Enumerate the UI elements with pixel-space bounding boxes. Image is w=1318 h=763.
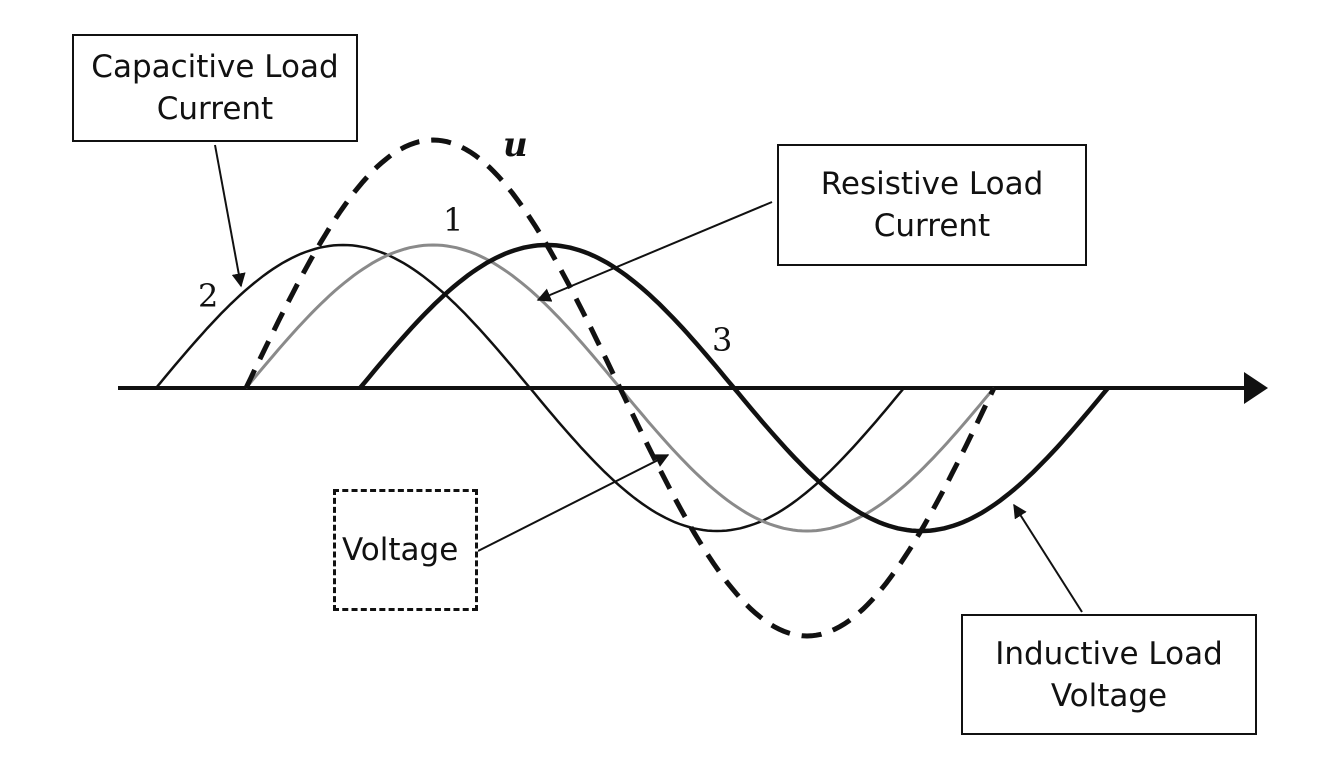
resistive-pointer (536, 201, 773, 302)
time-axis-arrow-icon (1244, 372, 1268, 404)
capacitive-label-text: Capacitive Load Current (91, 49, 339, 127)
inductive-load-voltage-label: Inductive Load Voltage (961, 614, 1257, 735)
capacitive-current-curve (155, 243, 905, 533)
inductive-current-curve (358, 242, 1110, 534)
voltage-label: Voltage (333, 489, 478, 611)
resistive-load-current-label: Resistive Load Current (777, 144, 1087, 266)
curve-label-u: u (503, 125, 528, 165)
voltage-curve (243, 137, 997, 639)
curve-label-1: 1 (443, 201, 464, 239)
voltage-pointer (477, 454, 670, 552)
resistive-label-text: Resistive Load Current (820, 166, 1044, 244)
inductive-label-text: Inductive Load Voltage (995, 635, 1223, 714)
capacitive-load-current-label: Capacitive Load Current (72, 34, 358, 142)
inductive-pointer (1013, 503, 1083, 613)
curve-label-2: 2 (198, 277, 219, 315)
capacitive-pointer (214, 144, 246, 288)
curve-label-3: 3 (712, 321, 733, 359)
voltage-label-text: Voltage (342, 532, 459, 568)
